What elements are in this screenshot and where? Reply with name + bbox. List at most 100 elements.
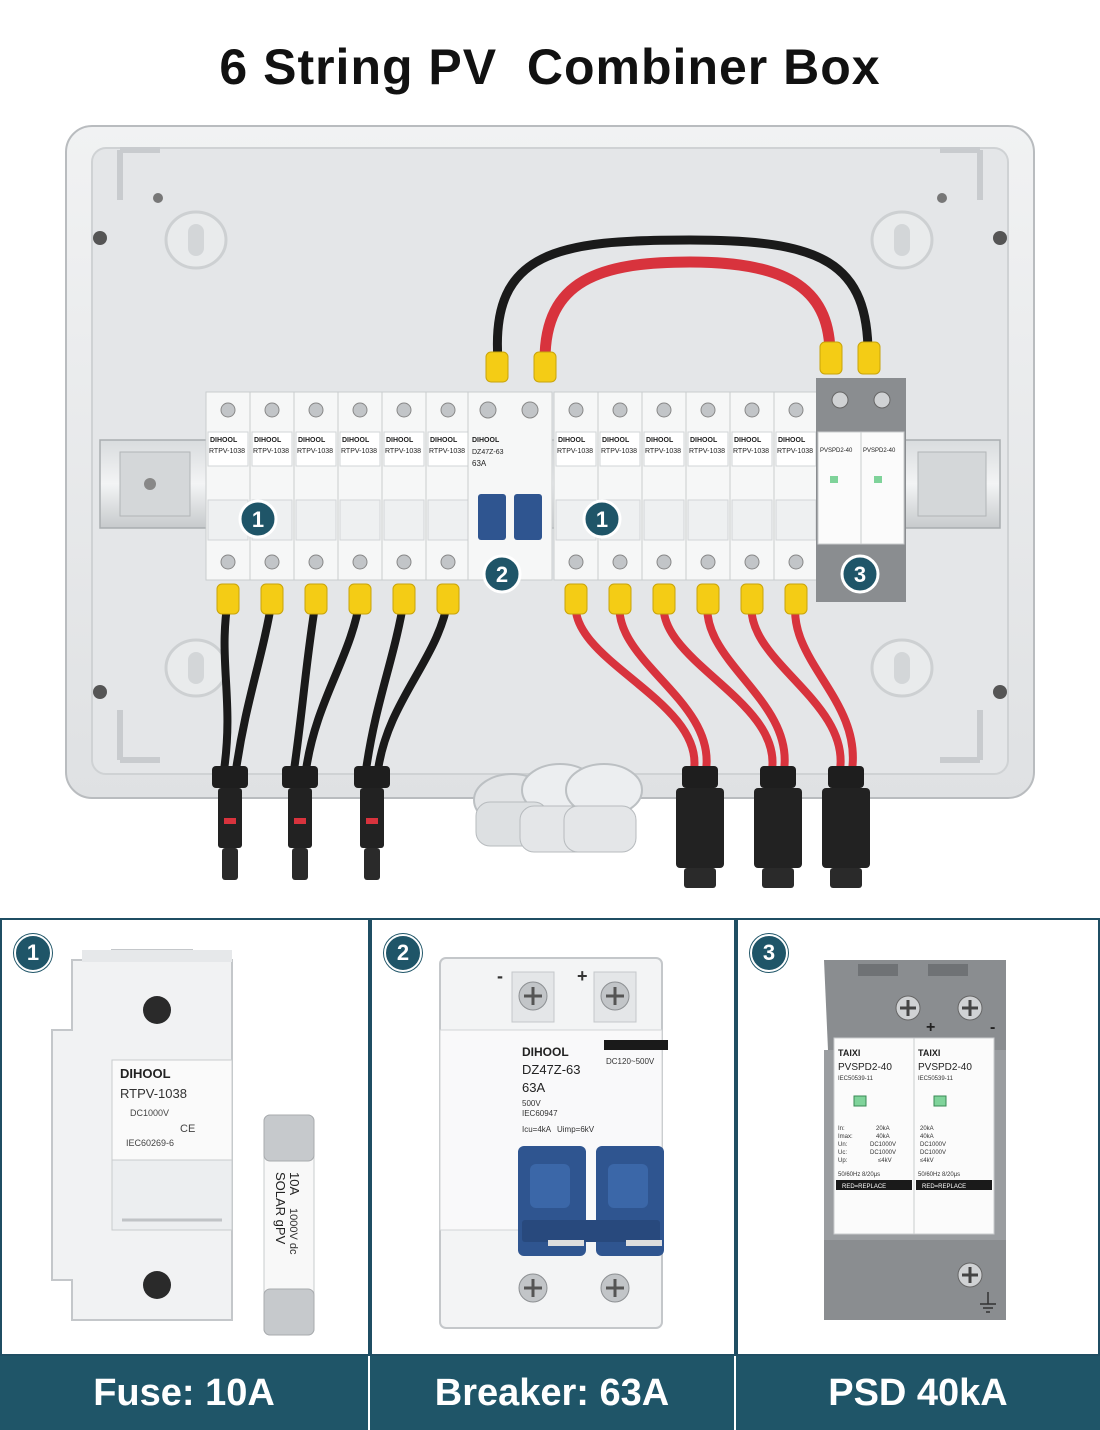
- fuse-holder-brand: DIHOOL: [210, 437, 238, 444]
- breaker-toggle: [478, 494, 506, 540]
- screw-icon: [744, 554, 760, 570]
- connector-tip: [292, 848, 308, 880]
- ferrule: [564, 583, 588, 615]
- spd-val-right-in: 20kA: [920, 1126, 934, 1132]
- fuse-holder-brand: DIHOOL: [558, 437, 586, 444]
- bus-wire-red: [539, 256, 836, 361]
- spd-replace-right: RED=REPLACE: [922, 1184, 966, 1190]
- string-wire: [374, 599, 452, 771]
- fuse-holder-module: DIHOOL RTPV-1038: [553, 391, 599, 581]
- fuse-holder-model: RTPV-1038: [341, 448, 377, 455]
- fuse-holder-brand: DIHOOL: [778, 437, 806, 444]
- spd-cartridge: [860, 431, 905, 545]
- connector-tip: [222, 848, 238, 880]
- breaker-uimp: Uimp=6kV: [557, 1125, 595, 1134]
- fuse-holder-model: RTPV-1038: [645, 448, 681, 455]
- breaker-brand: DIHOOL: [472, 437, 500, 444]
- connector-seal: [224, 818, 236, 824]
- spd-val-left-uc: DC1000V: [870, 1150, 896, 1156]
- fuse-holder-body: [249, 391, 295, 581]
- spd-standard-right: IEC50539-11: [918, 1076, 954, 1082]
- fuse-holder-label: [731, 431, 773, 467]
- fuse-holder-model: RTPV-1038: [777, 448, 813, 455]
- breaker-model: DZ47Z-63: [522, 1062, 581, 1077]
- fuse-holder-brand: DIHOOL: [690, 437, 718, 444]
- screw-icon: [656, 402, 672, 418]
- screw-icon: [396, 402, 412, 418]
- spd-illustration: + - TAIXI PVSPD2-40 IEC50539-11 In: Imax…: [824, 960, 1006, 1320]
- fuse-holder-module: DIHOOL RTPV-1038: [773, 391, 819, 581]
- spd-spec-left-up: Up:: [838, 1158, 848, 1164]
- ground-icon: [980, 1292, 996, 1313]
- breaker-illustration: - + DIHOOL DZ47Z-63 63A 500V IEC60947 Ic…: [439, 957, 668, 1329]
- fuse-holder-label: [687, 431, 729, 467]
- fuse-holder-label: [775, 431, 817, 467]
- cable-glands: [473, 763, 643, 853]
- fuse-holder-label: [383, 431, 425, 467]
- connector-tip: [684, 868, 716, 888]
- screw-icon: [788, 554, 804, 570]
- connector-body: [754, 788, 802, 868]
- spd-plus: +: [926, 1019, 935, 1036]
- string-wire: [232, 599, 276, 771]
- fuse-holder-label: [643, 431, 685, 467]
- spd-val-right-imax: 40kA: [920, 1134, 934, 1140]
- badge-fuse-left-text: 1: [252, 507, 264, 532]
- string-wire: [615, 599, 711, 771]
- fuse-holder-door: [295, 499, 337, 541]
- breaker-body: [467, 391, 553, 581]
- spd-freq-right: 50/60Hz 8/20μs: [918, 1172, 960, 1178]
- fuse-holder-model: RTPV-1038: [297, 448, 333, 455]
- fuse-holder-door: [427, 499, 469, 541]
- fuse-holder-door: [383, 499, 425, 541]
- screw-icon: [612, 554, 628, 570]
- fuse-holder-body: [685, 391, 731, 581]
- fuse-holder-brand: DIHOOL: [430, 437, 458, 444]
- breaker-model: DZ47Z-63: [472, 449, 504, 456]
- ferrule: [348, 583, 372, 615]
- spd-val-left-up: ≤4kV: [878, 1158, 892, 1164]
- badge-breaker-text: 2: [496, 562, 508, 587]
- fuse-holder-label: [295, 431, 337, 467]
- spd-label: PSD 40kA: [736, 1356, 1100, 1430]
- spd-val-right-un: DC1000V: [920, 1142, 946, 1148]
- spd-brand-right: TAIXI: [918, 1048, 940, 1058]
- connector-tip: [364, 848, 380, 880]
- spd-val-right-uc: DC1000V: [920, 1150, 946, 1156]
- screw-icon: [479, 401, 497, 419]
- fuse-holder-model: RTPV-1038: [429, 448, 465, 455]
- fuse-holder-model: RTPV-1038: [733, 448, 769, 455]
- fuse-holder-model: RTPV-1038: [557, 448, 593, 455]
- string-wire: [362, 599, 408, 771]
- screw-icon: [264, 554, 280, 570]
- fuse-holder-model: RTPV-1038: [253, 448, 289, 455]
- spd-model-left: PVSPD2-40: [838, 1062, 892, 1073]
- fuse-holder-brand: DIHOOL: [646, 437, 674, 444]
- svg-text:CE: CE: [180, 1123, 195, 1135]
- fuse-holder-label: [339, 431, 381, 467]
- screw-icon: [568, 402, 584, 418]
- screw-icon: [744, 402, 760, 418]
- fuse-holder-label: [207, 431, 249, 467]
- spd-spec-left-un: Un:: [838, 1142, 848, 1148]
- fuse-holder-model: RTPV-1038: [385, 448, 421, 455]
- badge-fuse-right-text: 1: [596, 507, 608, 532]
- fuse-holder-brand: DIHOOL: [298, 437, 326, 444]
- connector-seal: [294, 818, 306, 824]
- detail-panels: DIHOOL RTPV-1038 DC1000V CE IEC60269-6 S…: [0, 918, 1100, 1430]
- spd-val-left-imax: 40kA: [876, 1134, 890, 1140]
- spd-spec-left-uc: Uc:: [838, 1150, 847, 1156]
- mc4-connector: [354, 766, 390, 880]
- string-wire: [747, 599, 845, 771]
- screw-icon: [440, 554, 456, 570]
- fuse-holder-door: [731, 499, 773, 541]
- connector-body: [676, 788, 724, 868]
- spd-cartridge: [817, 431, 862, 545]
- fuse-holder-brand: DIHOOL: [386, 437, 414, 444]
- indicator: [830, 476, 838, 483]
- fuse-label: Fuse: 10A: [0, 1356, 370, 1430]
- string-wire: [290, 599, 320, 771]
- fuse-holder-label: [251, 431, 293, 467]
